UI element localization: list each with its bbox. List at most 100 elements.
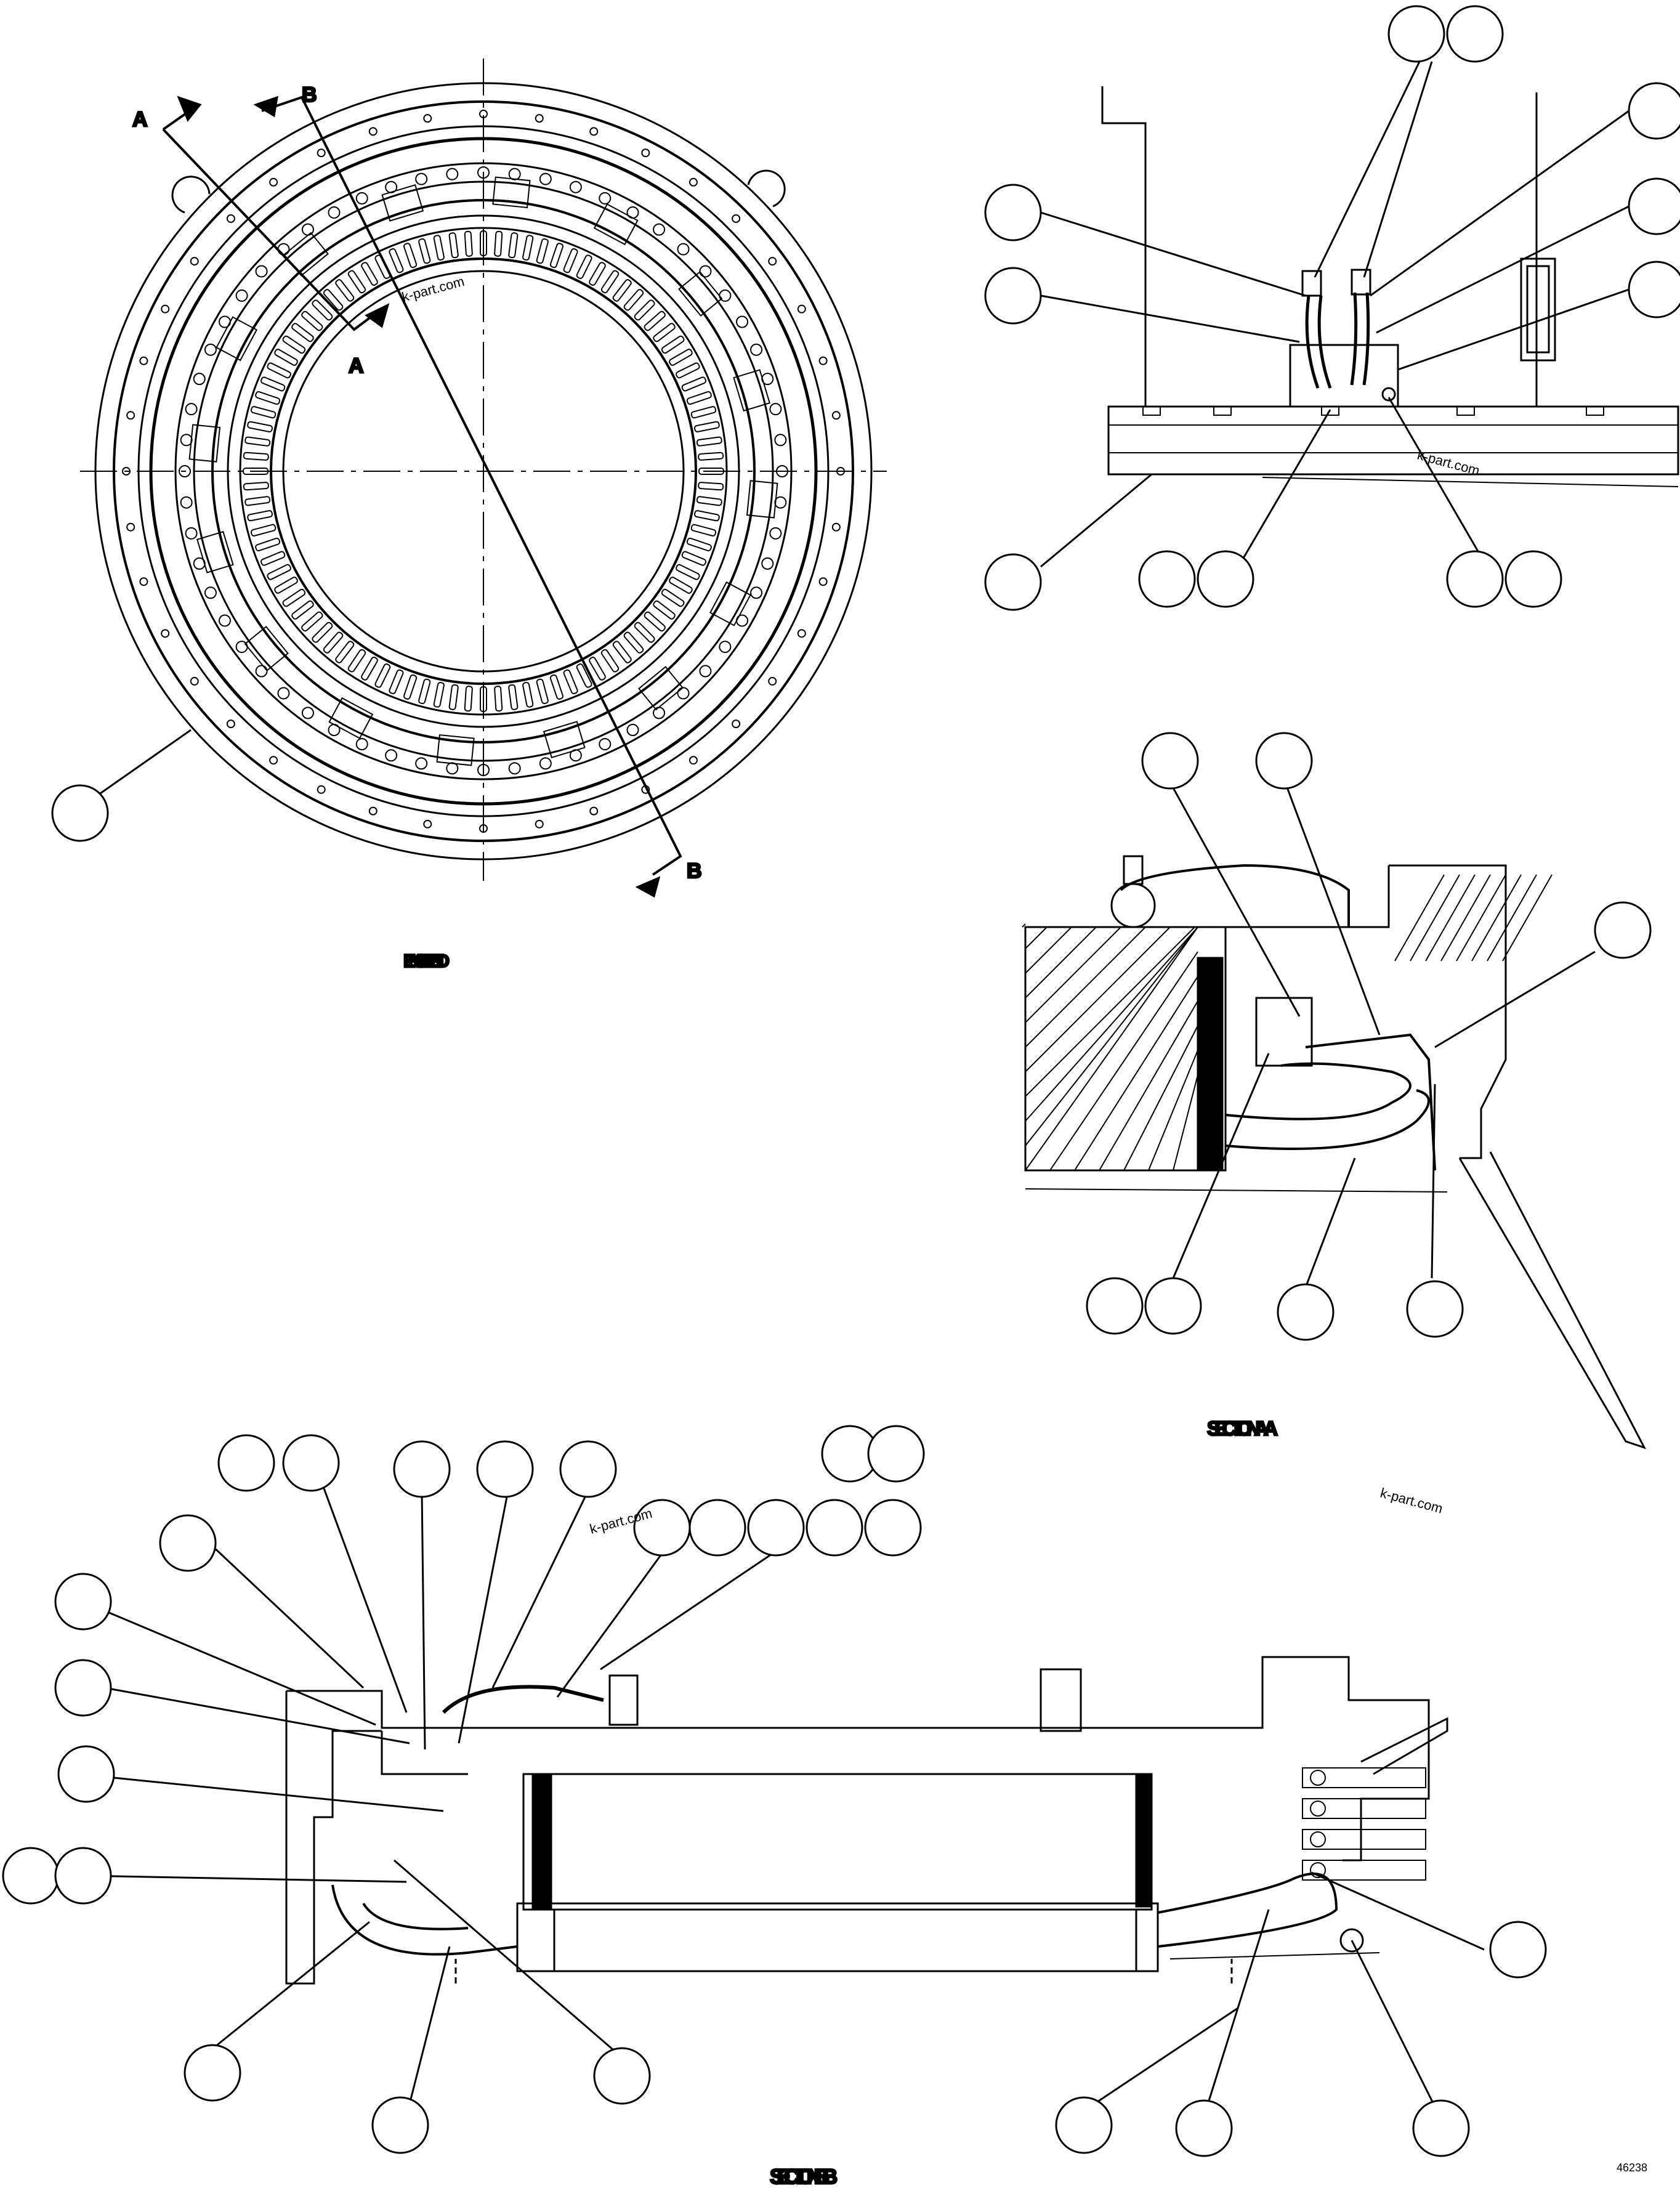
stator-slot bbox=[480, 686, 487, 712]
bolt-hole bbox=[180, 434, 193, 447]
hatch-line bbox=[1025, 926, 1097, 999]
callout-bubble bbox=[984, 553, 1042, 611]
bolt-hole bbox=[653, 223, 666, 236]
callout-bubble bbox=[1255, 732, 1313, 790]
bolt-hole bbox=[161, 304, 170, 314]
section-a-mark-bottom: A bbox=[349, 354, 364, 378]
pad bbox=[381, 184, 424, 222]
stator-slot bbox=[653, 323, 676, 342]
callout-bubble bbox=[1628, 261, 1680, 318]
bolt-hole bbox=[161, 629, 170, 638]
watermark-4: k-part.com bbox=[1379, 1485, 1445, 1517]
terminal-block bbox=[1302, 1798, 1426, 1819]
callout-bubble bbox=[57, 1745, 115, 1803]
stator-slot bbox=[694, 421, 720, 432]
stator-slot bbox=[644, 611, 666, 632]
bolt-hole bbox=[204, 586, 217, 599]
stator-slot bbox=[433, 682, 445, 708]
hatch-line bbox=[1471, 874, 1522, 962]
callout-bubble bbox=[217, 1434, 275, 1492]
stator-slot bbox=[480, 230, 487, 256]
hatch-line bbox=[1502, 874, 1553, 962]
bolt-hole bbox=[719, 641, 732, 654]
stator-slot bbox=[335, 641, 355, 663]
callout-bubble bbox=[984, 184, 1042, 241]
bolt-hole bbox=[269, 177, 278, 187]
bolt-hole bbox=[677, 687, 690, 700]
callout-bubble bbox=[1197, 550, 1254, 608]
bolt-hole bbox=[677, 243, 690, 256]
stator-slot bbox=[549, 243, 564, 269]
stator-slot bbox=[448, 684, 459, 710]
bolt-hole bbox=[479, 110, 488, 118]
callout-bubble bbox=[54, 1847, 112, 1905]
hatch-line bbox=[1456, 874, 1506, 962]
bolt-hole bbox=[226, 214, 235, 223]
rail-bolt bbox=[1456, 406, 1475, 416]
stator-slot bbox=[634, 299, 655, 321]
rail-bolt bbox=[1213, 406, 1232, 416]
bolt-hole bbox=[139, 356, 148, 365]
stator-slot bbox=[696, 496, 722, 506]
hatch-line bbox=[1148, 1050, 1198, 1171]
callout-bubble bbox=[282, 1434, 340, 1492]
bolt-hole bbox=[699, 665, 712, 678]
callout-bubble bbox=[1387, 5, 1445, 63]
bolt-hole bbox=[190, 257, 199, 266]
callout-bubble bbox=[1138, 550, 1196, 608]
stator-slot bbox=[634, 622, 655, 643]
bolt-hole bbox=[204, 343, 217, 356]
bolt-hole bbox=[539, 172, 552, 185]
callout-bubble bbox=[1175, 2099, 1233, 2157]
stator-slot bbox=[301, 310, 323, 331]
bolt-hole bbox=[385, 749, 398, 762]
bolt-hole bbox=[269, 756, 278, 765]
stator-slot bbox=[576, 663, 592, 688]
bolt-hole bbox=[831, 522, 841, 532]
bolt-hole bbox=[355, 738, 368, 751]
callout-bubble bbox=[1628, 82, 1680, 140]
stator-slot bbox=[698, 468, 724, 475]
stator-slot bbox=[418, 238, 431, 264]
bolt-hole bbox=[626, 724, 639, 737]
bolt-hole bbox=[185, 527, 198, 540]
callout-bubble bbox=[54, 1573, 112, 1631]
callout-bubble bbox=[864, 1499, 922, 1557]
stator-slot bbox=[494, 686, 503, 712]
stator-slot bbox=[282, 335, 306, 354]
terminal-nut bbox=[1310, 1801, 1326, 1817]
engine-end-title: ENGINE END bbox=[403, 951, 450, 971]
stator-slot bbox=[260, 376, 286, 392]
stator-slot bbox=[694, 510, 720, 522]
stator-slot bbox=[669, 349, 693, 366]
stator-slot bbox=[676, 564, 700, 580]
hatch-line bbox=[1025, 926, 1171, 1072]
callout-bubble bbox=[476, 1440, 534, 1498]
stator-slot bbox=[267, 362, 291, 379]
stator-slot bbox=[508, 232, 519, 259]
bolt-hole bbox=[179, 465, 191, 477]
callout-bubble bbox=[1489, 1921, 1547, 1979]
pad bbox=[492, 176, 531, 209]
bolt-hole bbox=[599, 738, 612, 751]
stator-slot bbox=[686, 537, 712, 552]
stator-slot bbox=[644, 310, 666, 331]
pad bbox=[543, 721, 586, 759]
stator-slot bbox=[291, 600, 314, 620]
stator-slot bbox=[600, 649, 620, 673]
callout-bubble bbox=[1504, 550, 1562, 608]
rail-bolt bbox=[1586, 406, 1604, 416]
hatch-line bbox=[1025, 926, 1121, 1023]
bolt-hole bbox=[732, 719, 741, 729]
stator-slot bbox=[347, 649, 366, 673]
bolt-hole bbox=[689, 756, 698, 765]
terminal-block bbox=[1302, 1829, 1426, 1850]
callout-bubble bbox=[1412, 2099, 1470, 2157]
bolt-hole bbox=[415, 172, 428, 185]
stator-slot bbox=[255, 391, 281, 405]
stator-slot bbox=[600, 270, 620, 294]
stator-slot bbox=[522, 235, 534, 261]
stator-slot bbox=[522, 682, 534, 708]
hatch-line bbox=[1025, 926, 1048, 949]
bolt-hole bbox=[836, 467, 845, 476]
